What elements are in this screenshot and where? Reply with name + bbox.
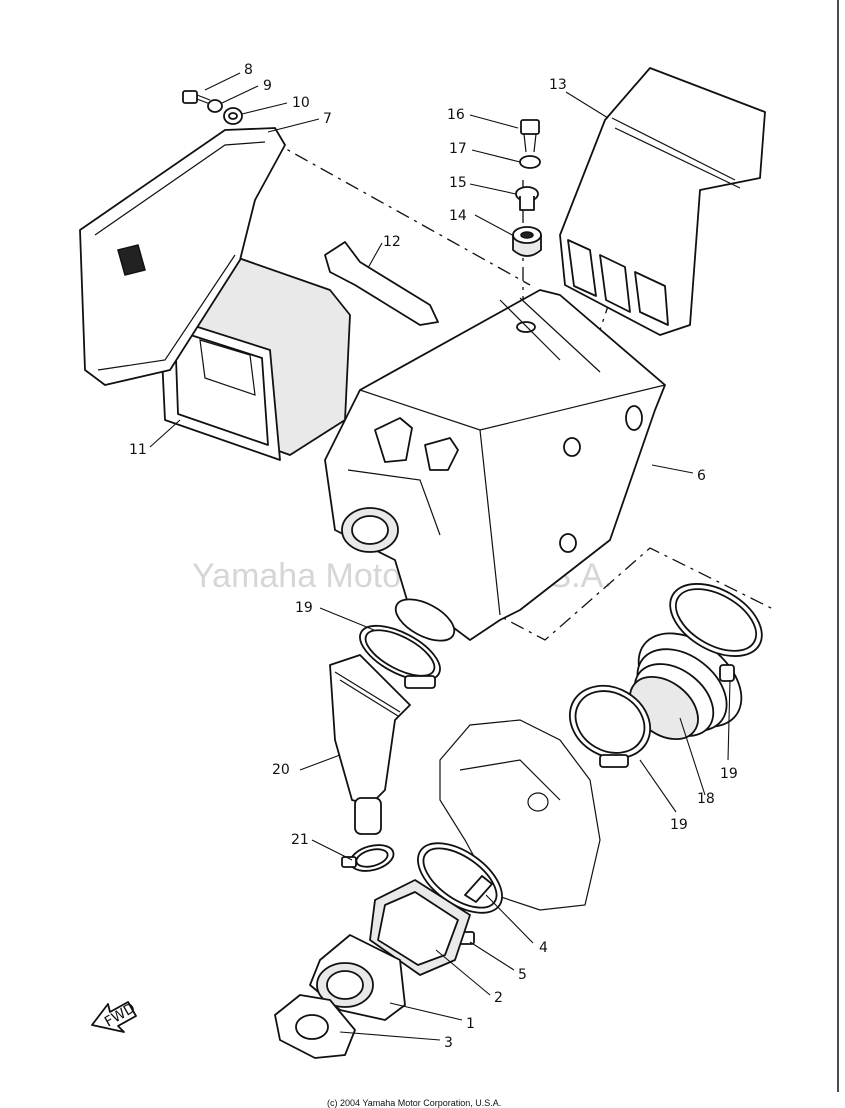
- callout-9: 9: [263, 78, 272, 94]
- callout-16: 16: [447, 107, 465, 123]
- callout-6: 6: [697, 468, 706, 484]
- clamp-screw: [464, 875, 493, 903]
- callout-14: 14: [449, 208, 467, 224]
- bolt-washer: [519, 155, 541, 169]
- lock-washer: [207, 99, 223, 113]
- intake-manifold: [309, 934, 406, 1021]
- copyright-text: (c) 2004 Yamaha Motor Corporation, U.S.A…: [327, 1098, 501, 1108]
- callout-11: 11: [129, 442, 147, 458]
- air-cleaner-cover: [79, 127, 286, 386]
- air-cleaner-case: [324, 289, 666, 641]
- callout-numbers: 8 9 10 7 13 16 17 15 14 12 11 6 19 20 21…: [129, 62, 738, 1051]
- callout-8: 8: [244, 62, 253, 78]
- damper: [512, 226, 542, 257]
- callout-15: 15: [449, 175, 467, 191]
- clamp-left: [359, 598, 456, 689]
- callout-4: 4: [539, 940, 548, 956]
- carburetor-joint: [369, 879, 471, 976]
- callout-2: 2: [494, 990, 503, 1006]
- crankcase-breather-hose: [329, 654, 411, 835]
- callout-1: 1: [466, 1016, 475, 1032]
- hose-clamp-small: [341, 844, 395, 872]
- callout-18: 18: [697, 791, 715, 807]
- callout-21: 21: [291, 832, 309, 848]
- callout-3: 3: [444, 1035, 453, 1051]
- callout-12: 12: [383, 234, 401, 250]
- collar: [515, 186, 539, 211]
- cover-screw: [182, 90, 211, 105]
- bolt: [520, 119, 540, 153]
- forward-direction-arrow: FWD: [91, 1000, 138, 1033]
- callout-5: 5: [518, 967, 527, 983]
- filter-strap: [324, 241, 439, 326]
- callout-20: 20: [272, 762, 290, 778]
- callout-19-lower: 19: [670, 817, 688, 833]
- callout-13: 13: [549, 77, 567, 93]
- carburetor-outline: [439, 719, 601, 911]
- plain-washer: [223, 107, 243, 125]
- intake-duct: [559, 67, 766, 336]
- callout-19-right: 19: [720, 766, 738, 782]
- callout-17: 17: [449, 141, 467, 157]
- clamp-top-right: [669, 583, 763, 682]
- right-joint: [629, 632, 743, 740]
- leader-lines: [149, 72, 731, 1041]
- manifold-gasket: [274, 994, 356, 1059]
- clamp-lower-right: [568, 684, 652, 768]
- callout-19-left: 19: [295, 600, 313, 616]
- callout-7: 7: [323, 111, 332, 127]
- callout-10: 10: [292, 95, 310, 111]
